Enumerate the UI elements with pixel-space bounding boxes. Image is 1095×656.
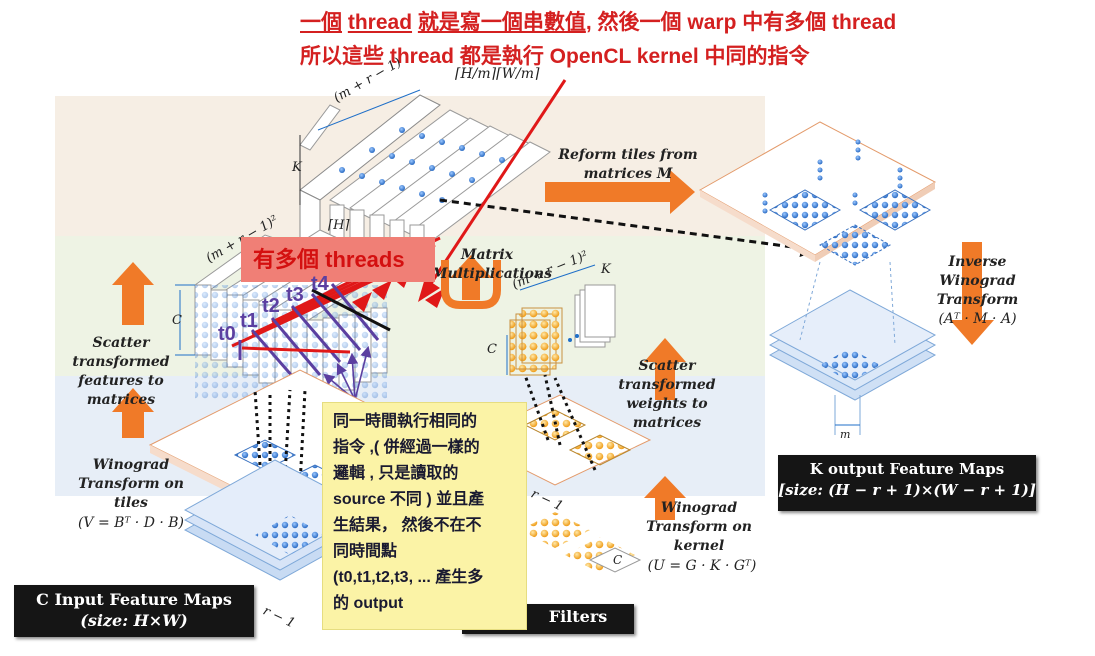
input-box-title: C Input Feature Maps bbox=[36, 590, 232, 609]
reform-tiles-label: Reform tiles from matrices M bbox=[558, 147, 698, 182]
winograd-tiles-formula: (V = Bᵀ · D · B) bbox=[77, 515, 185, 531]
filters-box-title: Filters bbox=[548, 607, 608, 626]
box-line: (t0,t1,t2,t3, ... 產生多 bbox=[333, 569, 484, 586]
box-line: 同一時間執行相同的 bbox=[333, 413, 478, 430]
winograd-kernel-label: Winograd Transform on kernel bbox=[646, 500, 752, 554]
thread-label-t3: t3 bbox=[286, 284, 304, 306]
box-line: 生結果， 然後不在不 bbox=[333, 517, 482, 534]
matrix-m-stack bbox=[299, 89, 551, 266]
note-underline-a: 一個 bbox=[300, 11, 342, 34]
winograd-tiles-label: Winograd Transform on tiles bbox=[78, 457, 184, 511]
box-line: source 不同 ) 並且產 bbox=[333, 491, 485, 508]
box-line: 同時間點 bbox=[333, 543, 398, 560]
thread-label-t1: t1 bbox=[240, 310, 258, 332]
output-feature-maps-stack bbox=[768, 261, 937, 435]
simt-explanation-box: 同一時間執行相同的 指令 ,( 併經過一樣的 邏輯 , 只是讀取的 source… bbox=[322, 402, 527, 630]
note-text-d: , 然後一個 warp 中有多個 thread bbox=[585, 11, 897, 34]
output-box-size: [size: (H − r + 1)×(W − r + 1)] bbox=[778, 481, 1036, 499]
output-tiles-platform bbox=[698, 121, 937, 266]
box-line: 邏輯 , 只是讀取的 bbox=[333, 465, 459, 482]
output-feature-maps-box: K output Feature Maps [size: (H − r + 1)… bbox=[778, 455, 1036, 511]
dim-c-label: C bbox=[172, 313, 182, 328]
matrix-multiplications-label: Matrix Multiplications bbox=[432, 247, 552, 282]
dim-h-label: ⌈H⌉ bbox=[328, 218, 350, 233]
transformed-weights-stack bbox=[506, 264, 616, 376]
threads-callout: 有多個 threads bbox=[241, 237, 435, 282]
dim-c-weights-label: C bbox=[487, 342, 497, 357]
note-line-2: 所以這些 thread 都是執行 OpenCL kernel 中同的指令 bbox=[300, 45, 810, 68]
inverse-winograd-formula: (Aᵀ · M · A) bbox=[938, 311, 1017, 327]
thread-label-t2: t2 bbox=[262, 295, 280, 317]
note-underline-c: 就是寫一個串數值 bbox=[417, 11, 586, 34]
note-underline-b: thread bbox=[347, 11, 413, 34]
box-line: 的 output bbox=[333, 595, 404, 612]
output-box-title: K output Feature Maps bbox=[809, 460, 1005, 478]
dim-k-weights-label: K bbox=[601, 262, 611, 277]
winograd-kernel-formula: (U = G · K · Gᵀ) bbox=[647, 558, 757, 574]
inverse-winograd-label: Inverse Winograd Transform bbox=[936, 254, 1019, 308]
dim-fraction-label: ⌈H/m⌉⌈W/m⌉ bbox=[455, 66, 540, 82]
scatter-features-label: Scatter transformed features to matrices bbox=[72, 335, 170, 408]
dim-k-label: K bbox=[292, 160, 302, 175]
note-line-1: 一個 thread 就是寫一個串數值, 然後一個 warp 中有多個 threa… bbox=[300, 6, 896, 40]
box-line: 指令 ,( 併經過一樣的 bbox=[333, 439, 480, 456]
scatter-weights-label: Scatter transformed weights to matrices bbox=[618, 358, 716, 431]
thread-explanation-note: 一個 thread 就是寫一個串數值, 然後一個 warp 中有多個 threa… bbox=[300, 6, 896, 74]
thread-label-t4: t4 bbox=[311, 273, 329, 295]
thread-label-t0: t0 bbox=[218, 323, 236, 345]
dim-m-label: m bbox=[840, 428, 851, 441]
dim-c-kernel-label: C bbox=[613, 553, 623, 567]
input-box-size: (size: H×W) bbox=[80, 611, 188, 630]
input-feature-maps-box: C Input Feature Maps (size: H×W) bbox=[14, 585, 254, 637]
